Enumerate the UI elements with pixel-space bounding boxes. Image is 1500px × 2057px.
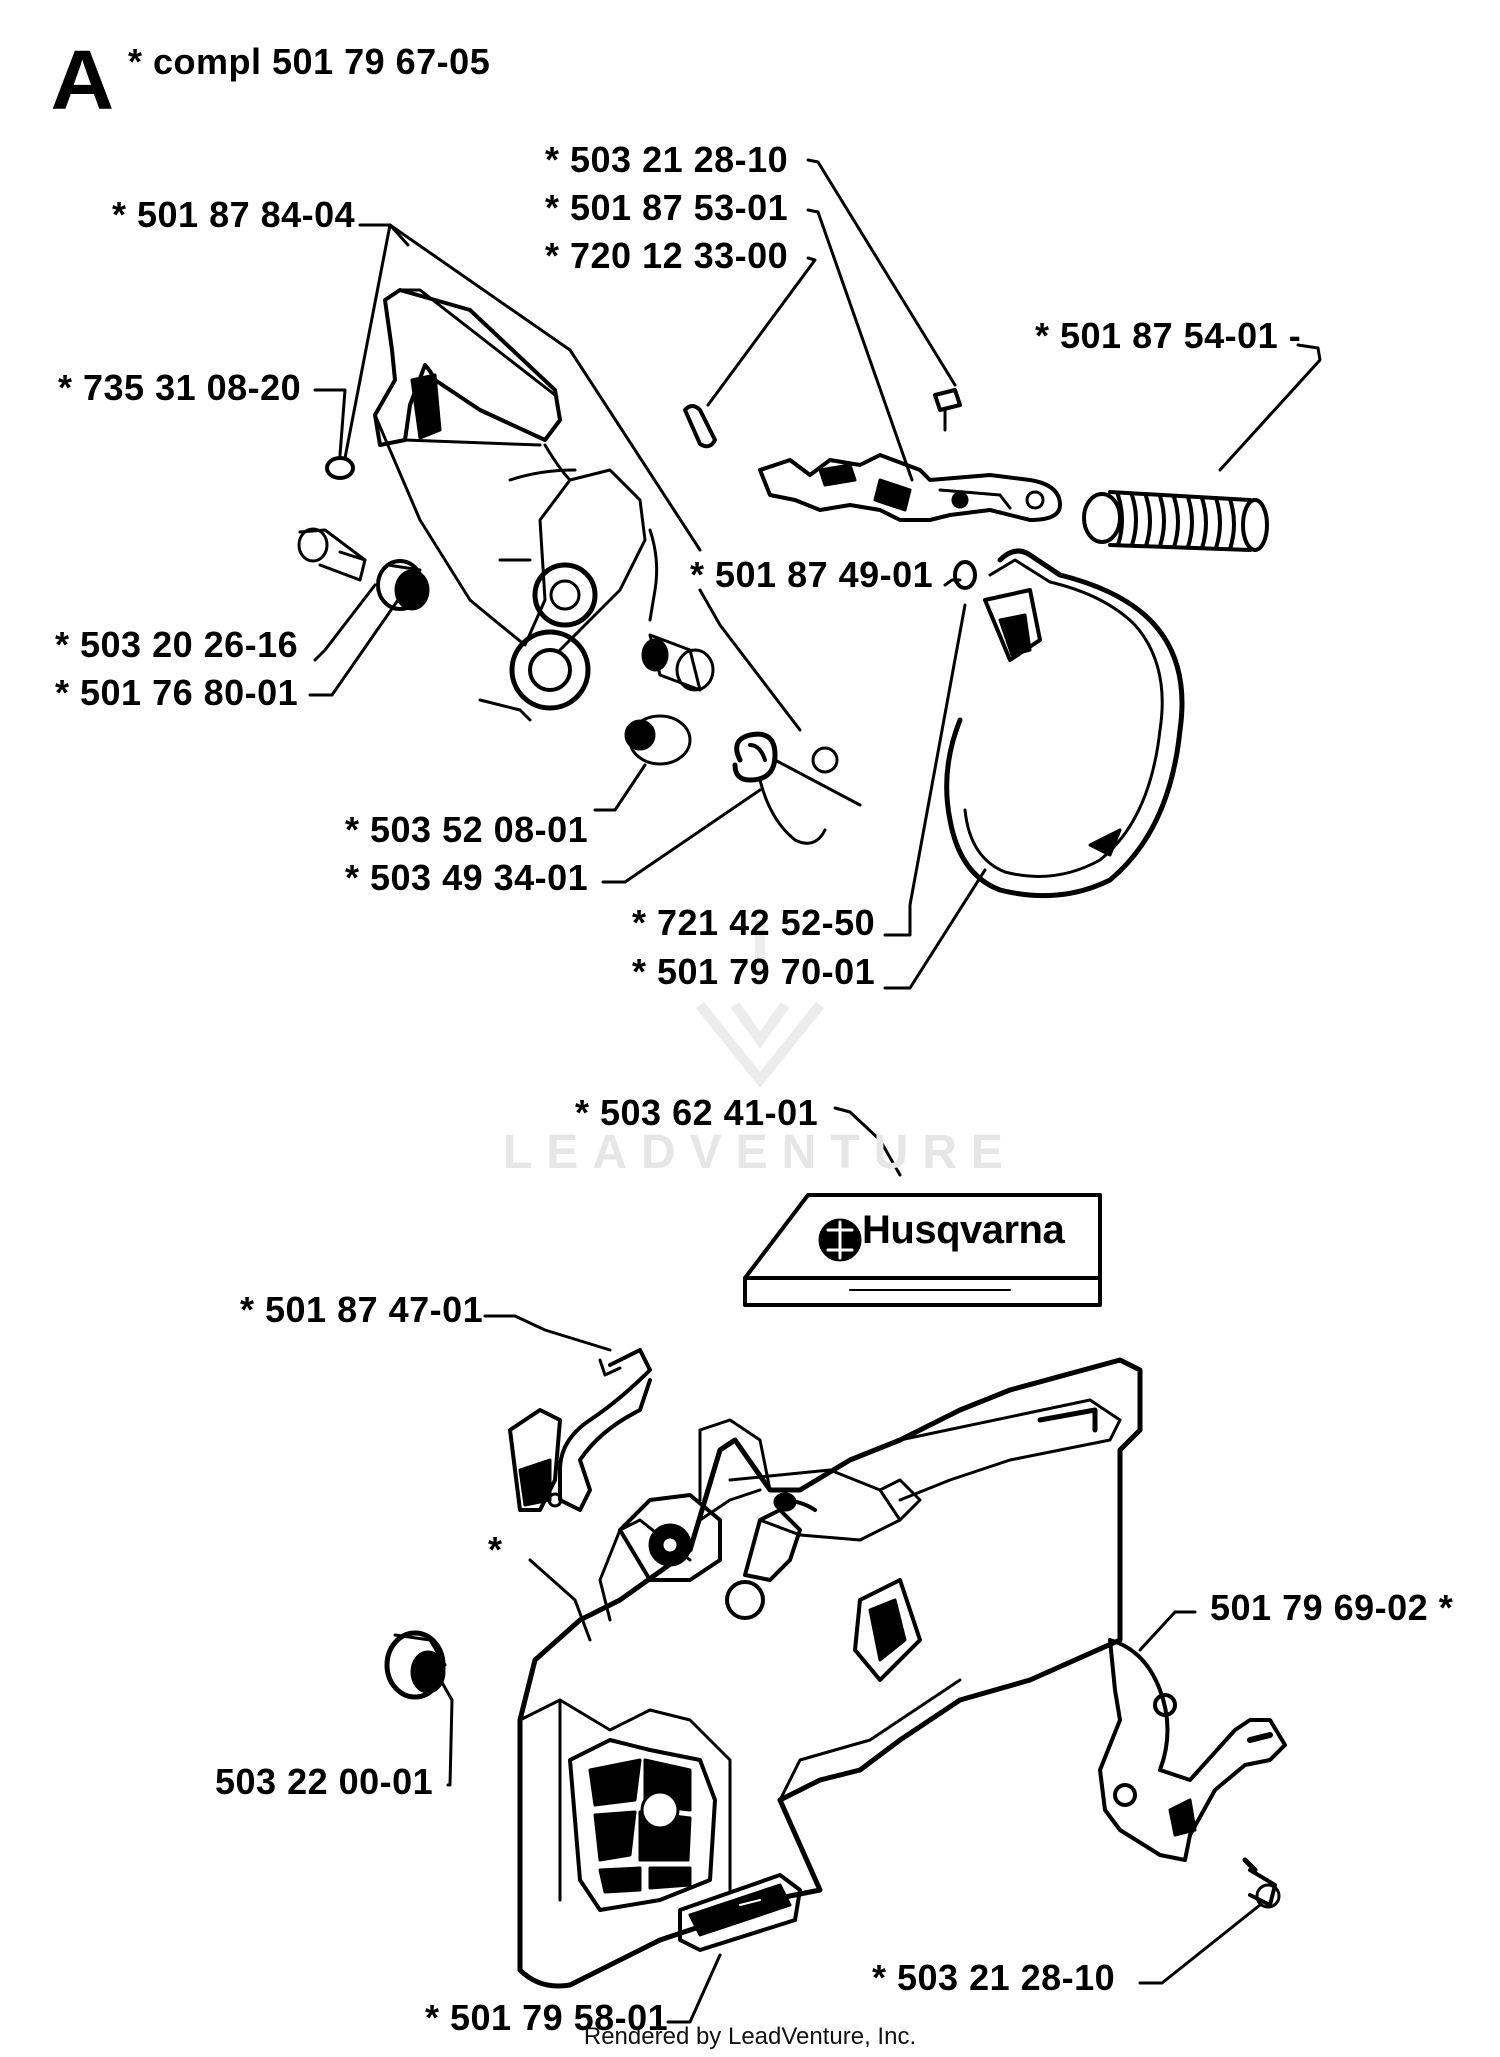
support-bracket	[1100, 1640, 1285, 1860]
clutch-cover	[520, 1360, 1140, 1986]
bar-nut	[387, 1633, 445, 1697]
chain-catcher	[510, 1350, 650, 1510]
watermark-logo	[700, 920, 820, 1080]
husqvarna-decal	[745, 1195, 1100, 1305]
label-503-21-28-10-bottom[interactable]: * 503 21 28-10	[872, 1957, 1116, 1998]
label-501-87-54-01[interactable]: * 501 87 54-01 -	[1035, 315, 1302, 356]
label-501-79-58-01[interactable]: * 501 79 58-01	[425, 1997, 669, 2038]
label-735-31-08-20[interactable]: * 735 31 08-20	[58, 367, 302, 408]
husqvarna-logo-icon	[820, 1220, 860, 1260]
guide-plate	[680, 1875, 800, 1950]
label-501-79-70-01[interactable]: * 501 79 70-01	[632, 951, 876, 992]
label-720-12-33-00[interactable]: * 720 12 33-00	[545, 235, 789, 276]
label-503-21-28-10-top[interactable]: * 503 21 28-10	[545, 139, 789, 180]
footer-credit: Rendered by LeadVenture, Inc.	[583, 2023, 917, 2050]
label-503-52-08-01[interactable]: * 503 52 08-01	[345, 809, 589, 850]
label-501-87-53-01[interactable]: * 501 87 53-01	[545, 187, 789, 228]
label-501-87-49-01[interactable]: * 501 87 49-01	[690, 554, 934, 595]
leader-lines-top	[310, 160, 1320, 988]
label-501-87-47-01[interactable]: * 501 87 47-01	[240, 1289, 484, 1330]
section-letter: A	[50, 33, 115, 127]
label-503-62-41-01[interactable]: * 503 62 41-01	[575, 1092, 819, 1133]
brake-lever	[685, 390, 1060, 520]
watermark-text: LEADVENTURE	[502, 1126, 1018, 1179]
decal-brand-text: Husqvarna	[862, 1208, 1065, 1252]
label-503-49-34-01[interactable]: * 503 49 34-01	[345, 857, 589, 898]
label-501-87-84-04[interactable]: * 501 87 84-04	[112, 194, 356, 235]
label-503-20-26-16[interactable]: * 503 20 26-16	[55, 624, 299, 665]
brake-cover-casting	[375, 290, 657, 720]
compression-spring	[1084, 492, 1267, 550]
label-star-only[interactable]: *	[488, 1529, 503, 1570]
washer	[327, 458, 353, 478]
brake-band	[947, 551, 1182, 896]
assembly-title: * compl 501 79 67-05	[128, 41, 491, 82]
leader-lines-bottom	[432, 1108, 1260, 2022]
screw	[1245, 1860, 1279, 1907]
label-501-79-69-02[interactable]: 501 79 69-02 *	[1210, 1587, 1454, 1628]
pivot-pin	[643, 635, 713, 690]
label-503-22-00-01[interactable]: 503 22 00-01	[215, 1761, 434, 1802]
torsion-spring	[735, 734, 860, 843]
label-721-42-52-50[interactable]: * 721 42 52-50	[632, 902, 876, 943]
shoulder-screw	[626, 716, 690, 764]
label-501-76-80-01[interactable]: * 501 76 80-01	[55, 672, 299, 713]
nut-bushing	[378, 561, 428, 609]
rivet	[955, 562, 975, 588]
bolt	[299, 529, 365, 580]
